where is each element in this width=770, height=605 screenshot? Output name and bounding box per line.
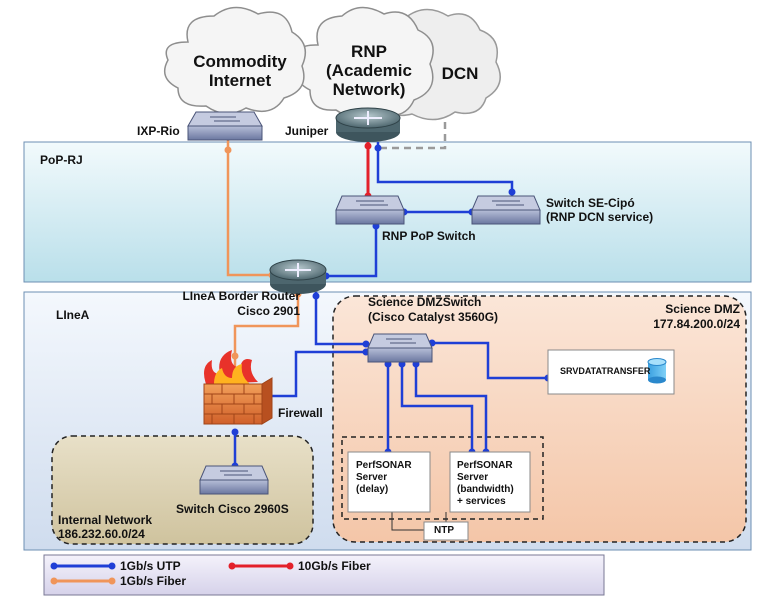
link-dmz-switch-srvdatatransfer [430, 341, 548, 380]
juniper-router-icon [335, 107, 401, 142]
linea-zone-label: LIneA [56, 308, 90, 322]
perfsonar-delay-label: PerfSONAR Server (delay) [356, 460, 412, 495]
linea-border-router-icon [269, 259, 327, 294]
ixp-rio-label: IXP-Rio [137, 124, 180, 138]
legend-box [43, 554, 605, 596]
science-dmz-switch-label: Science DMZSwitch (Cisco Catalyst 3560G) [368, 295, 499, 324]
link-perfsonar-ntp [391, 512, 424, 531]
link-firewall-dmz-switch [262, 350, 368, 398]
switch-cisco-2960s-icon [199, 465, 269, 495]
commodity-internet-label: Commodity Internet [193, 52, 287, 90]
science-dmz-zone-label: Science DMZ 177.84.200.0/24 [653, 302, 740, 331]
rnp-pop-switch-icon [335, 195, 405, 225]
science-dmz-switch-icon [367, 333, 433, 363]
legend-fiber-1g-label: 1Gb/s Fiber [120, 574, 187, 588]
srvdatatransfer-label: SRVDATATRANSFER [560, 366, 651, 376]
perfsonar-bandwidth-box [449, 451, 531, 513]
firewall-label: Firewall [278, 406, 323, 420]
ntp-box [423, 521, 469, 541]
srvdatatransfer-box [547, 349, 675, 395]
legend-fiber-10g-label: 10Gb/s Fiber [298, 559, 371, 573]
switch-se-cipo-label: Switch SE-Cipó (RNP DCN service) [546, 196, 654, 224]
dcn-cloud-label: DCN [441, 64, 479, 83]
ixp-rio-switch-icon [187, 111, 263, 141]
connections [226, 118, 548, 531]
link-border-router-dmz-switch [314, 292, 368, 346]
linea-border-router-label: LIneA Border Router Cisco 2901 [182, 289, 300, 318]
link-juniper-dcn [380, 118, 447, 150]
ntp-label: NTP [434, 525, 454, 536]
link-dmz-switch-perfsonar-bw-1 [400, 362, 474, 452]
juniper-label: Juniper [285, 124, 329, 138]
pop-rj-zone-label: PoP-RJ [40, 153, 83, 167]
commodity-internet-cloud [163, 6, 307, 115]
firewall-icon [203, 350, 273, 425]
switch-se-cipo-icon [471, 195, 541, 225]
rnp-cloud-label: RNP (Academic Network) [326, 42, 412, 99]
rnp-pop-switch-label: RNP PoP Switch [382, 229, 476, 243]
link-pop-switch-border-router [324, 222, 378, 278]
switch-cisco-2960s-label: Switch Cisco 2960S [176, 502, 289, 516]
database-icon [647, 358, 667, 384]
link-ixp-border-router [226, 140, 272, 277]
perfsonar-delay-box [347, 451, 431, 513]
perfsonar-group [341, 436, 544, 520]
perfsonar-bandwidth-label: PerfSONAR Server (bandwidth) + services [457, 460, 514, 507]
link-dmz-switch-perfsonar-bw-2 [414, 362, 488, 452]
internal-network-zone [51, 435, 314, 545]
legend-swatches [50, 562, 294, 585]
legend-utp-1g-label: 1Gb/s UTP [120, 559, 181, 573]
link-border-router-firewall [233, 292, 300, 370]
internal-network-zone-label: Internal Network 186.232.60.0/24 [58, 513, 153, 541]
